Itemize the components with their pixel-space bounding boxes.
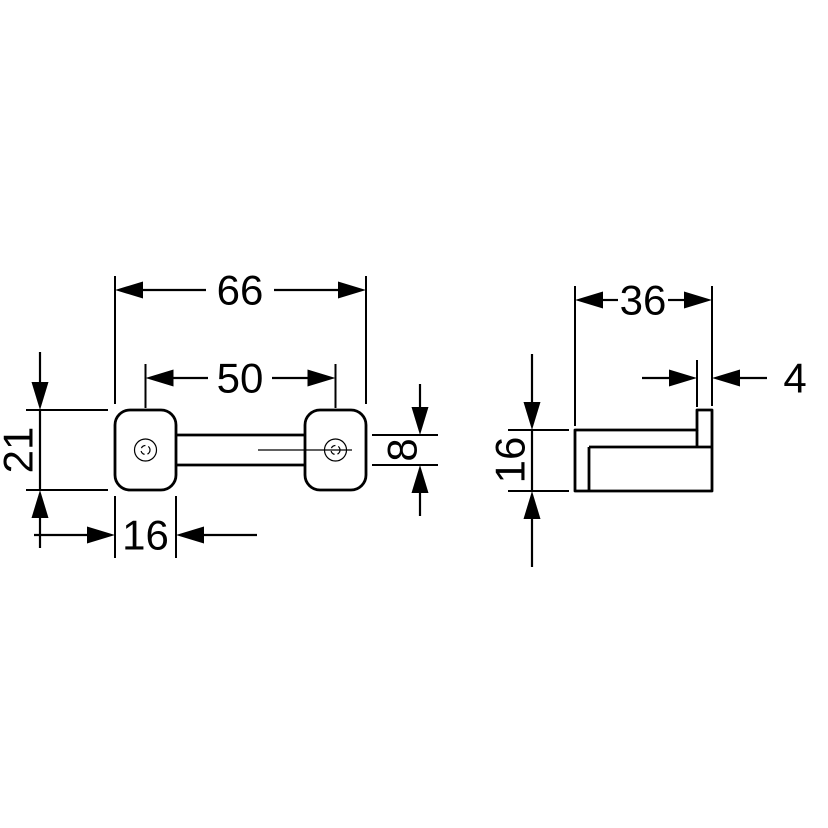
dim-16f-arrow-right — [176, 526, 204, 544]
dim-50-arrow-right — [307, 369, 336, 387]
dim-21-arrow-top — [31, 382, 49, 410]
dim-profile-height: 16 — [487, 354, 569, 567]
dim-16s-arrow-top — [523, 402, 541, 430]
dim-8-label: 8 — [379, 438, 426, 461]
dim-66-label: 66 — [217, 267, 264, 314]
dim-overall-width: 66 — [114, 267, 367, 404]
dim-66-arrow-right — [338, 281, 366, 299]
dim-36-arrow-left — [575, 291, 603, 309]
dim-4-arrow-right — [712, 369, 740, 387]
dim-21-arrow-bottom — [31, 490, 49, 518]
dim-36-label: 36 — [620, 277, 667, 324]
left-mount-plate — [113, 408, 178, 492]
dim-21-label: 21 — [0, 427, 42, 474]
front-part — [113, 408, 368, 492]
dim-4-arrow-left — [669, 369, 697, 387]
dim-66-arrow-left — [115, 281, 143, 299]
dim-4-label: 4 — [783, 355, 806, 402]
dim-8-arrow-top — [411, 407, 429, 435]
front-view: 66 50 21 — [0, 267, 438, 559]
dim-8-arrow-bottom — [411, 465, 429, 493]
dim-depth: 36 — [574, 277, 713, 426]
dim-tip-width: 4 — [642, 355, 807, 407]
dim-16f-arrow-left — [87, 526, 115, 544]
dim-bar-height: 8 — [372, 384, 438, 516]
side-profile-outline — [573, 408, 714, 493]
left-screw-hole — [133, 438, 158, 462]
side-view: 36 4 16 — [487, 277, 807, 567]
dim-16s-arrow-bottom — [523, 491, 541, 519]
dim-16f-label: 16 — [122, 512, 169, 559]
dim-hole-spacing: 50 — [144, 355, 337, 408]
side-part — [573, 408, 714, 493]
dim-36-arrow-right — [684, 291, 712, 309]
left-screw-hole-inner — [140, 444, 151, 456]
dim-50-label: 50 — [217, 355, 264, 402]
dim-16s-label: 16 — [487, 437, 534, 484]
dim-plate-width: 16 — [34, 496, 257, 559]
dim-50-arrow-left — [145, 369, 174, 387]
dim-plate-height: 21 — [0, 352, 108, 548]
